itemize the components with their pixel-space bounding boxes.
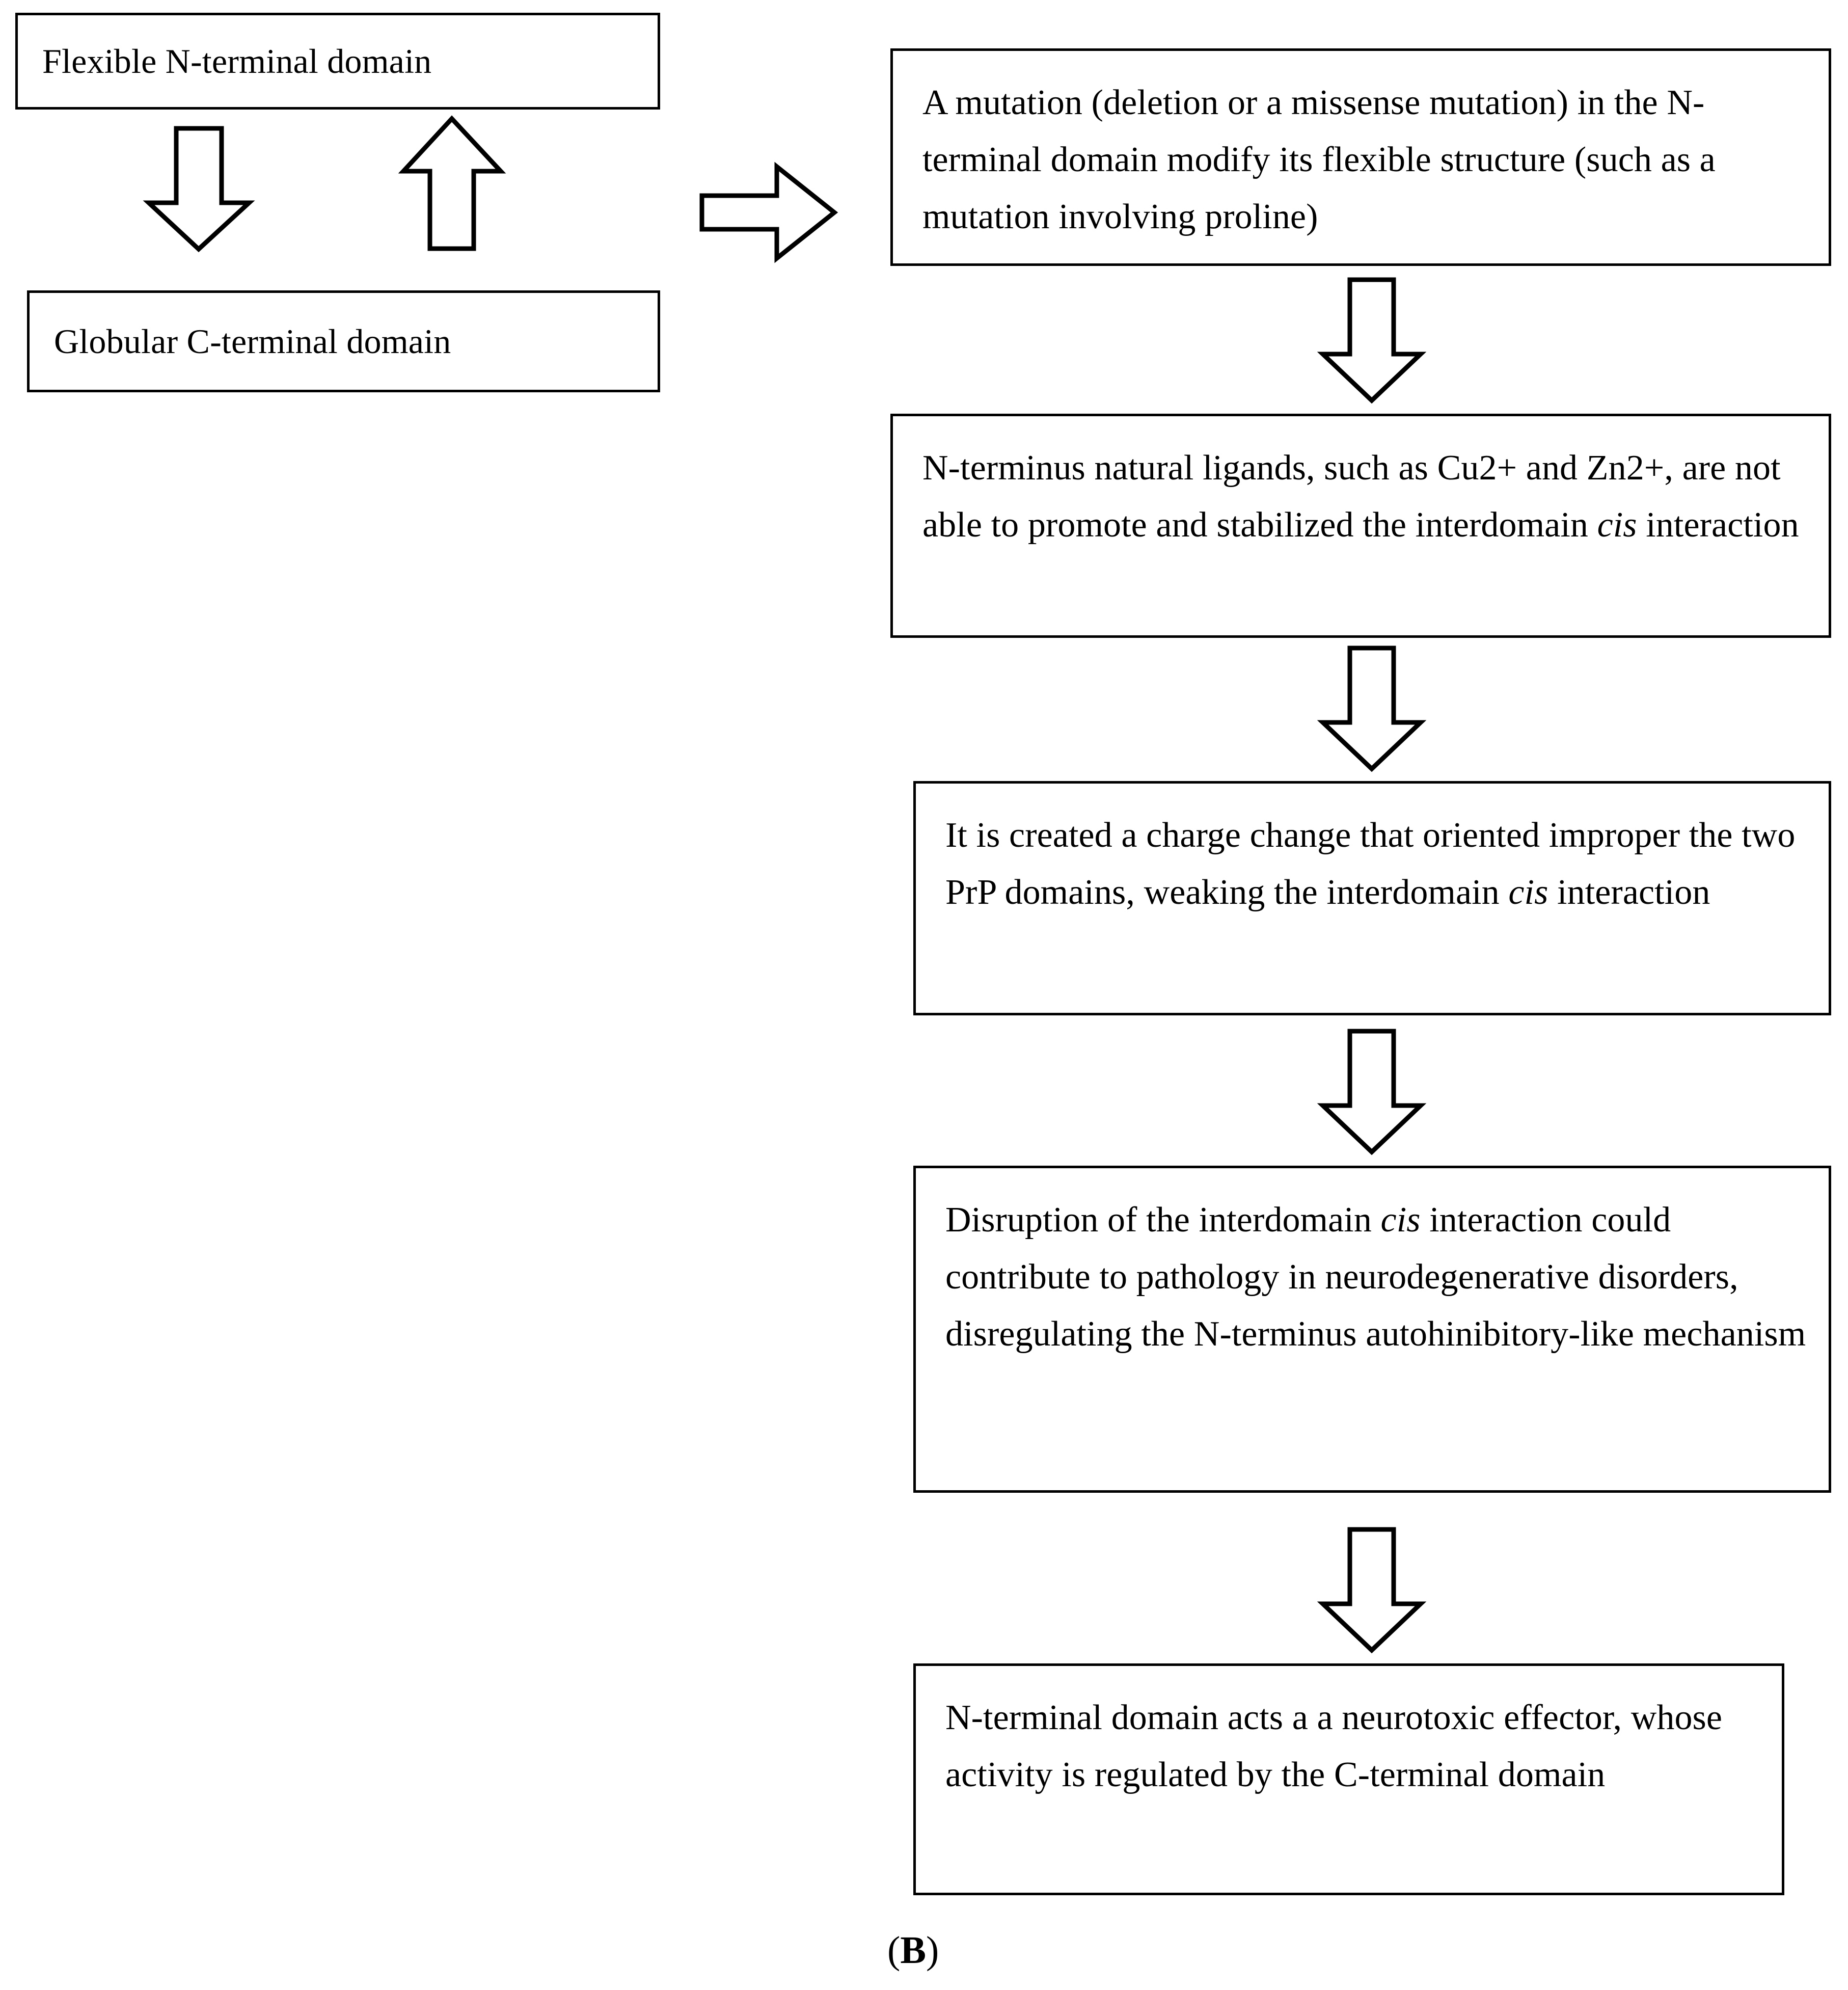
step-3-text-pre: It is created a charge change that orien… <box>945 816 1796 912</box>
panel-label-b: (B) <box>887 1931 939 1970</box>
step-4-text-italic: cis <box>1380 1200 1421 1240</box>
step-4-text-post: interaction could contribute to patholog… <box>945 1200 1806 1354</box>
box-globular-c-terminal-domain: Globular C-terminal domain <box>27 290 660 392</box>
box-step-3-charge-change: It is created a charge change that orien… <box>913 781 1831 1015</box>
right-arrow-connector-icon <box>699 162 838 263</box>
step-4-text-pre: Disruption of the interdomain <box>945 1200 1381 1240</box>
box-step-3-charge-change-label: It is created a charge change that orien… <box>916 784 1829 921</box>
down-arrow-n-to-c-icon <box>143 126 255 253</box>
panel-label-letter: B <box>900 1929 927 1972</box>
box-step-5-neurotoxic-effector-label: N-terminal domain acts a a neurotoxic ef… <box>916 1666 1782 1804</box>
step-3-text-post: interaction <box>1548 873 1710 912</box>
box-flexible-n-terminal-domain: Flexible N-terminal domain <box>15 13 660 110</box>
box-step-2-ligands: N-terminus natural ligands, such as Cu2+… <box>890 414 1831 638</box>
box-step-5-neurotoxic-effector: N-terminal domain acts a a neurotoxic ef… <box>913 1663 1784 1895</box>
step-5-text: N-terminal domain acts a a neurotoxic ef… <box>945 1698 1723 1794</box>
down-arrow-step2-step3-icon <box>1317 646 1427 772</box>
down-arrow-step4-step5-icon <box>1317 1527 1427 1654</box>
box-flexible-n-terminal-domain-label: Flexible N-terminal domain <box>42 41 432 80</box>
panel-label-open-paren: ( <box>887 1929 901 1972</box>
box-step-1-mutation: A mutation (deletion or a missense mutat… <box>890 48 1831 266</box>
box-step-4-disruption: Disruption of the interdomain cis intera… <box>913 1166 1831 1493</box>
box-step-4-disruption-label: Disruption of the interdomain cis intera… <box>916 1168 1829 1363</box>
down-arrow-step3-step4-icon <box>1317 1029 1427 1155</box>
up-arrow-c-to-n-icon <box>398 115 506 251</box>
down-arrow-step1-step2-icon <box>1317 277 1427 404</box>
step-3-text-italic: cis <box>1508 873 1548 912</box>
box-step-1-mutation-label: A mutation (deletion or a missense mutat… <box>893 51 1829 246</box>
step-2-text-italic: cis <box>1597 505 1637 545</box>
step-1-text: A mutation (deletion or a missense mutat… <box>922 83 1716 236</box>
panel-label-close-paren: ) <box>926 1929 939 1972</box>
step-2-text-post: interaction <box>1637 505 1799 545</box>
step-2-text-pre: N-terminus natural ligands, such as Cu2+… <box>922 448 1781 545</box>
box-globular-c-terminal-domain-label: Globular C-terminal domain <box>54 321 451 361</box>
box-step-2-ligands-label: N-terminus natural ligands, such as Cu2+… <box>893 416 1829 554</box>
